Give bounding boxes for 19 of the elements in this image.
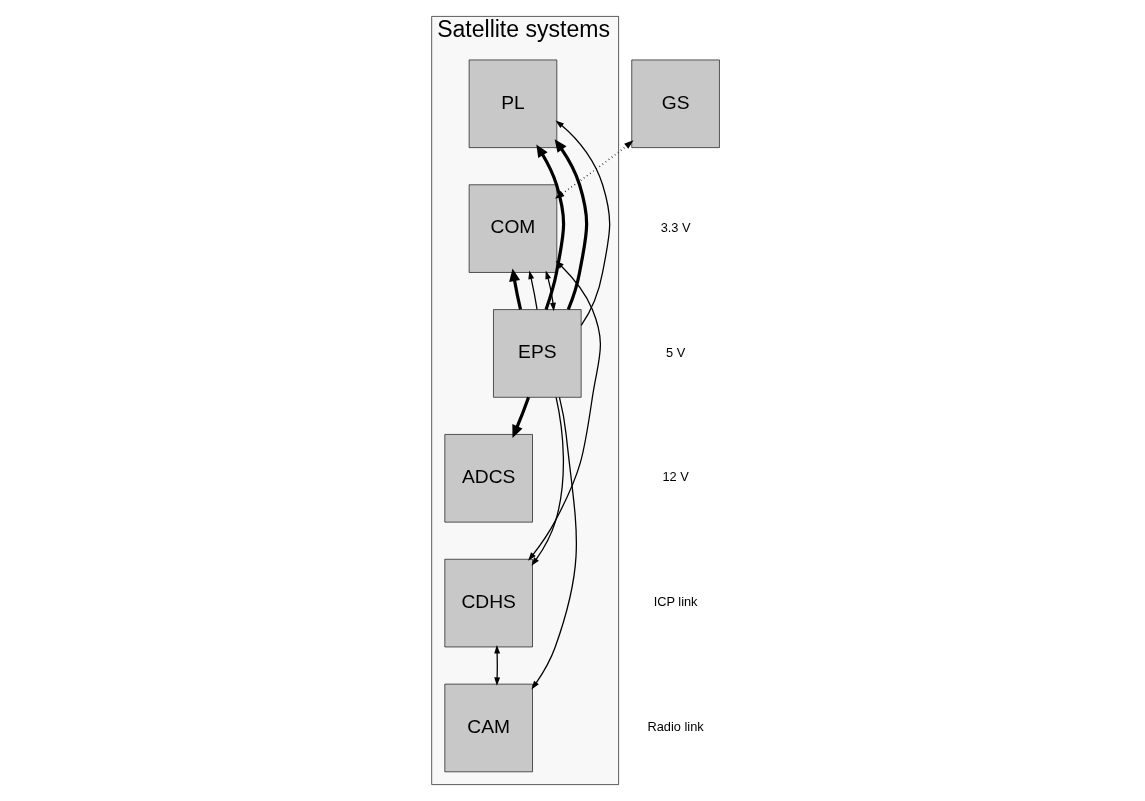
- arrow: [531, 396, 564, 566]
- node-box: ADCS: [444, 434, 533, 523]
- node-box: PL: [468, 59, 557, 148]
- node-box: GS: [630, 59, 720, 148]
- legend-label: 5 V: [665, 344, 685, 360]
- arrow: [527, 270, 538, 311]
- node-box: CDHS: [444, 558, 533, 648]
- legend-label: ICP link: [653, 594, 698, 610]
- legend-label: 12 V: [661, 469, 689, 485]
- node-box: EPS: [492, 309, 581, 398]
- arrow: [531, 396, 577, 690]
- legend-label: 3.3 V: [660, 219, 691, 235]
- legend-label: Radio link: [646, 719, 704, 735]
- node-box: CAM: [444, 683, 533, 773]
- arrow: [511, 396, 530, 438]
- arrow: [493, 645, 500, 686]
- node-box: COM: [468, 184, 557, 273]
- arrow: [508, 268, 522, 310]
- arrow: [544, 270, 556, 312]
